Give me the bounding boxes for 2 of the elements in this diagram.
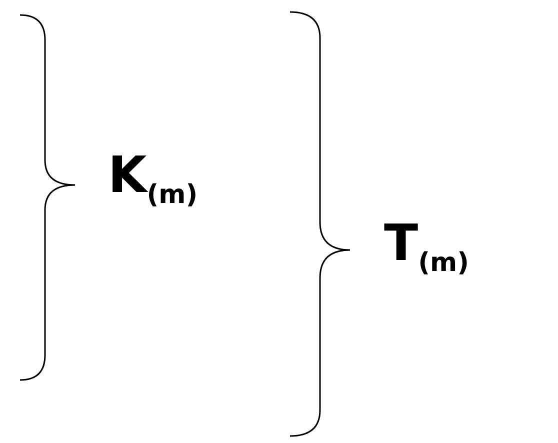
brace-label: K$_{(m)}$: [108, 150, 198, 208]
brace-label: T$_{(m)}$: [384, 218, 469, 276]
